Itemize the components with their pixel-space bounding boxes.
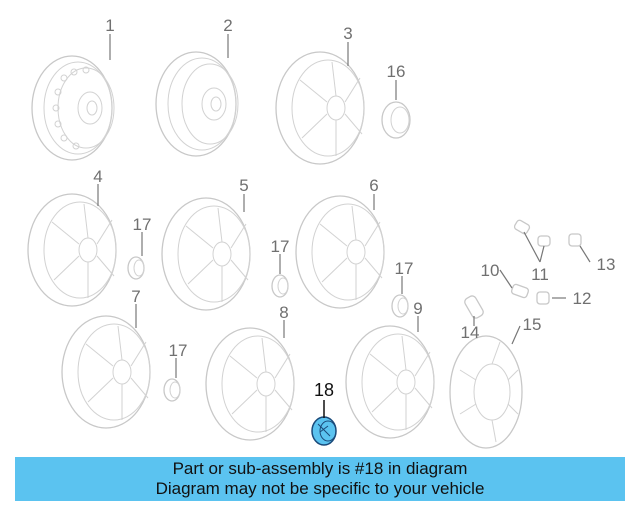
- callout-13: 13: [597, 255, 616, 274]
- center-cap-17b: [271, 274, 289, 298]
- callout-18: 18: [314, 380, 334, 400]
- hub-cap-16: [381, 101, 411, 139]
- wheel-cover-15: [449, 335, 523, 449]
- callout-14: 14: [461, 323, 480, 342]
- wheel-4: [27, 193, 117, 307]
- wheel-3: [275, 51, 365, 165]
- center-cap-17c: [391, 294, 409, 318]
- wheel-5: [161, 197, 251, 311]
- callout-17d: 17: [169, 341, 188, 360]
- valve-sensor-11: [513, 219, 551, 247]
- callout-12: 12: [573, 289, 592, 308]
- callout-17c: 17: [395, 259, 414, 278]
- callout-6: 6: [369, 176, 378, 195]
- callout-2: 2: [223, 16, 232, 35]
- center-cap-17a: [127, 256, 145, 280]
- callout-17a: 17: [133, 215, 152, 234]
- callout-15: 15: [523, 315, 542, 334]
- valve-stem-10: [510, 283, 530, 299]
- callout-labels: 1 2 3 4 5 6 7 8 9 10 11 12 13 14 15 16 1…: [93, 16, 615, 400]
- valve-cap-13: [568, 233, 582, 247]
- callout-8: 8: [279, 303, 288, 322]
- callout-1: 1: [105, 16, 114, 35]
- valve-cap-12: [536, 291, 550, 305]
- wheel-2: [155, 51, 239, 157]
- callout-11: 11: [531, 265, 549, 284]
- callout-7: 7: [131, 287, 140, 306]
- callout-17b: 17: [271, 237, 290, 256]
- wheel-7: [61, 315, 151, 429]
- callout-3: 3: [343, 24, 352, 43]
- wheel-6: [295, 195, 385, 309]
- wheel-9: [345, 325, 435, 439]
- callout-5: 5: [239, 176, 248, 195]
- callout-4: 4: [93, 167, 102, 186]
- leader-lines: [97, 34, 591, 418]
- callout-10: 10: [481, 261, 500, 280]
- wheel-1: [31, 55, 115, 161]
- valve-stem-14: [464, 295, 484, 319]
- center-cap-18-highlighted[interactable]: [311, 416, 337, 446]
- callout-16: 16: [387, 62, 406, 81]
- wheel-8: [205, 327, 295, 441]
- info-banner: Part or sub-assembly is #18 in diagram D…: [15, 457, 625, 501]
- banner-line-2: Diagram may not be specific to your vehi…: [155, 479, 485, 498]
- center-cap-17d: [163, 378, 181, 402]
- callout-9: 9: [413, 299, 422, 318]
- banner-line-1: Part or sub-assembly is #18 in diagram: [172, 459, 468, 478]
